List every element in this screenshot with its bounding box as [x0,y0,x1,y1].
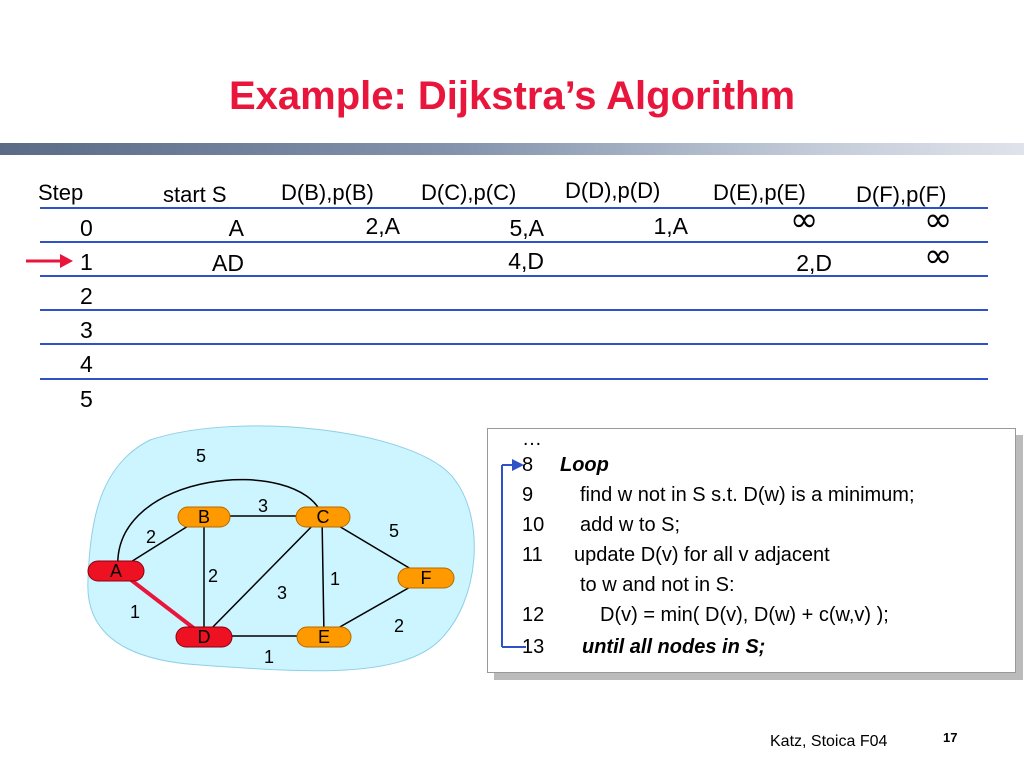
row0-set-s: A [228,215,244,241]
code-line-number: 13 [522,636,545,658]
current-step-arrow-icon [26,254,73,268]
code-line-text: to w and not in S: [580,574,735,596]
code-line-text: update D(v) for all v adjacent [574,544,830,566]
node-a: A [87,560,145,582]
table-rule [40,275,988,277]
code-line-number: 10 [522,514,545,536]
code-line-text: D(v) = min( D(v), D(w) + c(w,v) ); [600,604,889,626]
step-number: 1 [80,249,93,275]
network-graph: B C A F D E 5 3 2 5 2 3 1 1 2 1 [87,425,475,672]
header-df: D(F),p(F) [856,182,947,207]
code-line-number: 12 [522,604,545,626]
code-line-text: add w to S; [580,514,681,536]
row0-df-infinity: ∞ [924,200,953,240]
table-rule [40,309,988,311]
code-until-line: until all nodes in S; [582,636,766,658]
edge-a-c [117,478,323,571]
table-rule [40,241,988,243]
row0-db: 2,A [365,213,400,239]
header-step: Step [38,180,84,205]
header-dd: D(D),p(D) [565,178,661,203]
weight-c-e: 1 [330,569,340,589]
table-rule [40,207,988,209]
weight-d-c: 3 [277,583,287,603]
row1-dc: 4,D [508,248,544,274]
weight-a-d: 1 [130,602,140,622]
header-start-s: start S [163,182,227,207]
edge-c-e [321,515,325,637]
row1-de: 2,D [796,250,832,276]
row1-df-infinity: ∞ [924,236,953,276]
weight-a-c: 5 [196,446,206,466]
step-number: 0 [80,215,93,241]
header-de: D(E),p(E) [713,180,806,205]
step-number: 3 [80,317,93,343]
loop-bracket-arrow-icon [501,459,526,648]
step-number: 4 [80,351,93,377]
row1-set-s: AD [212,250,244,276]
weight-a-b: 2 [146,527,156,547]
row0-de-infinity: ∞ [790,200,819,240]
header-dc: D(C),p(C) [421,180,517,205]
code-ellipsis: … [522,428,542,450]
weight-e-f: 2 [394,616,404,636]
node-c-label: C [317,507,330,527]
header-db: D(B),p(B) [281,180,374,205]
table-rule [40,378,988,380]
page-number: 17 [943,730,958,745]
code-loop-keyword: Loop [560,454,609,476]
edge-d-c [203,515,323,637]
slide-title: Example: Dijkstra’s Algorithm [228,74,796,118]
node-e-label: E [318,627,330,647]
row0-dd: 1,A [653,213,688,239]
weight-b-d: 2 [208,566,218,586]
node-e: E [296,626,352,648]
title-divider-bar [0,143,1024,155]
code-line-number: 9 [522,484,534,506]
code-line-number: 11 [522,544,543,566]
row0-dc: 5,A [509,215,544,241]
weight-b-c: 3 [258,496,268,516]
step-number: 2 [80,283,93,309]
node-c: C [295,506,351,528]
node-b-label: B [198,507,210,527]
node-d: D [175,626,233,648]
weight-c-f: 5 [389,521,399,541]
step-number: 5 [80,386,93,412]
code-line-text: find w not in S s.t. D(w) is a minimum; [580,484,915,506]
node-f: F [397,567,455,589]
code-line-number: 8 [522,454,534,476]
pseudocode-box: … 8 Loop 9 find w not in S s.t. D(w) is … [487,428,1016,673]
node-f-label: F [421,568,432,588]
table-rule [40,343,988,345]
graph-cloud-background [87,425,475,672]
footer-credit: Katz, Stoica F04 [770,733,888,750]
weight-d-e: 1 [264,647,274,667]
node-a-label: A [110,561,122,581]
node-b: B [177,506,231,528]
node-d-label: D [198,627,211,647]
